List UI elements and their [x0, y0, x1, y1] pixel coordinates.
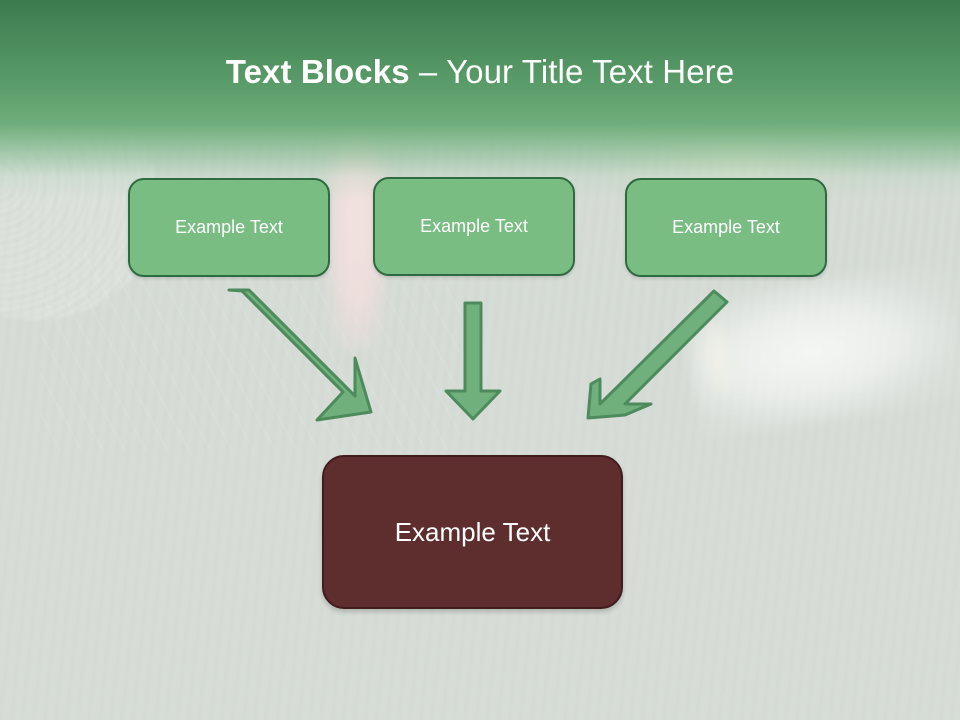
- page-title: Text Blocks – Your Title Text Here: [0, 52, 960, 92]
- page-title-rest: Your Title Text Here: [446, 53, 735, 90]
- text-block-2-label: Example Text: [420, 216, 528, 236]
- page-title-separator: –: [409, 53, 447, 90]
- text-block-3[interactable]: Example Text: [625, 178, 827, 277]
- result-text-block-label: Example Text: [394, 516, 551, 547]
- text-block-3-label: Example Text: [672, 217, 780, 237]
- text-block-1[interactable]: Example Text: [128, 178, 330, 277]
- page-title-bold: Text Blocks: [225, 53, 410, 90]
- text-block-2[interactable]: Example Text: [373, 177, 575, 276]
- result-text-block[interactable]: Example Text: [322, 455, 623, 609]
- text-block-1-label: Example Text: [175, 217, 283, 237]
